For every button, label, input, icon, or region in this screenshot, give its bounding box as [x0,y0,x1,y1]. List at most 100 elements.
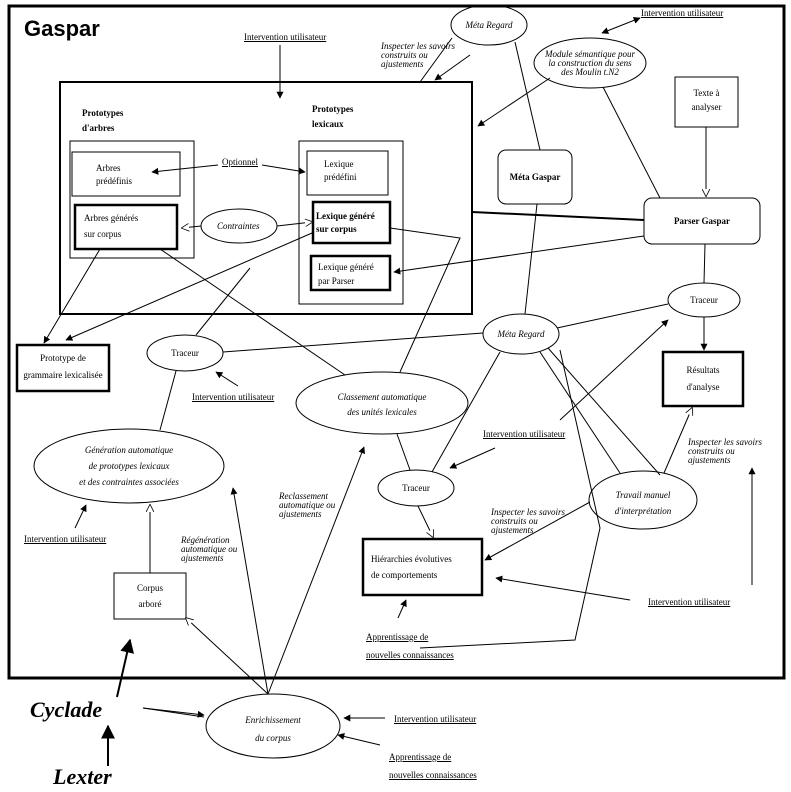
arbres-panel [69,140,195,259]
resultats-label: Résultats d'analyse [686,365,720,392]
intervention-bottom: Intervention utilisateur [394,714,477,724]
arrow-travail-to-hierarchies [484,501,591,561]
line-metagaspar-to-metamid [524,203,538,315]
arbres-generes-box [73,203,179,251]
line-lexique-to-classement [389,227,461,373]
arrow-enrich-to-generation [230,487,269,695]
intervention-left-mid: Intervention utilisateur [192,392,275,402]
arrow-apprentissage-to-hierarchies [397,599,407,619]
module-semantique-ellipse [533,37,647,89]
intervention-left-low: Intervention utilisateur [24,534,107,544]
meta-regard-mid-ellipse [482,313,560,355]
line-frame-to-parser [471,211,645,221]
arrow-cyclade-up [116,638,135,698]
arrow-intervention-to-traceur [215,371,239,387]
traceur-center-ellipse [377,469,455,507]
meta-gaspar-box [497,149,573,205]
cyclade-label: Cyclade [30,697,103,722]
travail-manuel-label: Travail manuel d'interprétation [614,490,672,516]
arrow-module-to-frame [477,77,551,127]
lexter-label: Lexter [53,764,112,789]
inspecter-center-label: Inspecter les savoirs construits ou ajus… [491,507,565,535]
line-metamid-to-traceurc [431,351,501,473]
traceur-right-label: Traceur [690,295,718,305]
arrow-lexique-to-prototype [65,232,313,341]
parser-gaspar-box [643,197,761,245]
generation-label: Génération automatique de prototypes lex… [79,445,179,487]
arrow-inspect-to-frame [434,54,471,81]
meta-regard-top-ellipse [450,4,528,46]
arbres-predefinis-label: Arbres prédéfinis [96,163,132,186]
line-classement-to-traceurc [396,433,411,471]
module-semantique-label: Module sémantique pour la construction d… [545,49,635,77]
arbres-generes-label: Arbres générés sur corpus [84,213,139,239]
prototypes-arbres-label: Prototypes d'arbres [82,108,124,133]
line-traceurleft-to-generation [159,370,177,431]
lexicaux-panel [298,140,404,305]
prototypes-lexicaux-label: Prototypes lexicaux [312,104,354,129]
arrow-enrich-to-corpus [186,618,269,695]
line-metamid-to-travail2 [547,347,661,476]
arrow-contraintes-to-lexique [276,222,312,226]
intervention-top-center: Intervention utilisateur [244,32,327,42]
resultats-box [661,350,745,408]
travail-manuel-ellipse [588,470,698,530]
hierarchies-box [361,537,484,597]
arrow-enrich-to-classement [267,446,365,695]
arrow-cyclade-to-enrich [142,707,205,718]
inspecter-right-label: Inspecter les savoirs construits ou ajus… [688,437,762,465]
lexique-predefini-box [306,150,389,196]
arrow-apprentissage-to-enrich [337,733,381,746]
arrow-contraintes-to-arbres [182,226,202,228]
classement-label: Classement automatique des unités lexica… [337,392,427,417]
arrow-travail-to-resultats [663,408,692,474]
generation-ellipse [33,428,225,504]
intervention-right-low: Intervention utilisateur [648,597,731,607]
line-traceur-to-metamid [556,303,669,329]
optionnel-label: Optionnel [222,157,258,167]
gaspar-title: Gaspar [24,16,100,41]
line-module-to-parser [602,86,661,199]
arrow-arbres-to-prototype [43,248,101,344]
arrow-intervention-left-low [74,504,87,529]
texte-label: Texte à analyser [691,88,722,112]
meta-gaspar-label: Méta Gaspar [509,172,561,182]
classement-ellipse [295,371,469,435]
lexique-genere-corpus-label: Lexique généré sur corpus [316,211,375,234]
line-metamid-long [419,349,601,649]
gaspar-frame [7,4,786,680]
line-metamid-to-travail [539,351,621,474]
line-arbres-to-classement [159,248,346,376]
arrow-top-right-intervention [601,17,641,34]
apprentissage-inner-label: Apprentissage de nouvelles connaissances [366,632,454,660]
arrow-intervention-to-hierarchies [495,575,631,601]
lexique-predefini-label: Lexique prédéfini [324,159,357,182]
parser-gaspar-label: Parser Gaspar [673,216,731,226]
line-parser-to-traceur [703,243,706,284]
line-traceurleft-to-metamid [222,332,484,353]
regeneration-label: Régénération automatique ou ajustements [181,535,238,563]
line-meta-top-to-metagaspar [514,41,541,151]
reclassement-label: Reclassement automatique ou ajustements [279,491,336,519]
line-meta-top-to-frame [419,37,453,83]
arrow-optionnel-left [151,164,219,175]
lexique-genere-parser-label: Lexique généré par Parser [318,262,374,286]
traceur-left-ellipse [146,334,224,372]
prototype-grammaire-label: Prototype de grammaire lexicalisée [23,353,103,380]
arrow-optionnel-right [261,164,306,175]
prototype-grammaire-box [15,343,111,393]
arrow-traceurc-to-hierarchies [417,505,433,537]
meta-regard-mid-label: Méta Regard [497,329,545,339]
inspecter-top-label: Inspecter les savoirs construits ou ajus… [381,41,455,69]
lexique-genere-parser-box [309,254,392,292]
corpus-label: Corpus arboré [136,583,163,609]
arrow-intervention-center-to-metamid [559,319,669,421]
intervention-center: Intervention utilisateur [483,429,566,439]
line-traceurleft-to-lex [195,267,251,336]
apprentissage-bottom-label: Apprentissage de nouvelles connaissances [389,752,477,780]
enrichissement-label: Enrichissement du corpus [245,715,301,743]
arrow-intervention-center-to-traceurc [449,447,496,469]
contraintes-label: Contraintes [217,221,260,231]
hierarchies-label: Hiérarchies évolutives de comportements [371,554,452,580]
